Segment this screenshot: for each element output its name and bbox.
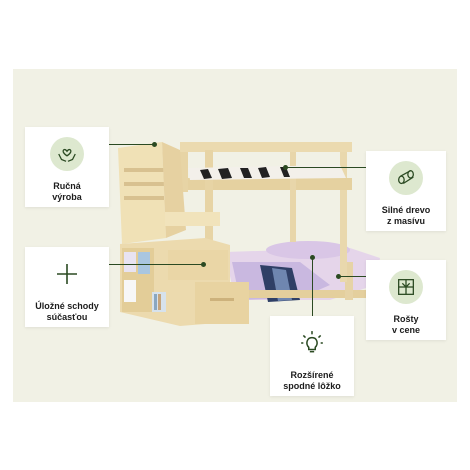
- connector-slats: [340, 276, 368, 277]
- feature-label-slats: Rošty v cene: [391, 314, 421, 335]
- connector-dot-wood: [283, 165, 288, 170]
- connector-lower: [312, 258, 313, 322]
- plus-icon: [50, 257, 84, 291]
- connector-handmade: [91, 144, 155, 145]
- feature-card-handmade: Ručná výroba: [25, 127, 109, 207]
- feature-label-stairs: Úložné schody súčasťou: [35, 301, 99, 322]
- feature-label-lower: Rozšírené spodné lôžko: [283, 370, 341, 391]
- gift-box-icon: [389, 270, 423, 304]
- wood-log-icon: [389, 161, 423, 195]
- feature-card-slats: Rošty v cene: [366, 260, 446, 340]
- background-panel: [13, 69, 457, 402]
- hands-heart-icon: [50, 137, 84, 171]
- lightbulb-icon: [295, 326, 329, 360]
- connector-dot-lower: [310, 255, 315, 260]
- feature-label-wood: Silné drevo z masívu: [381, 205, 431, 226]
- feature-card-wood: Silné drevo z masívu: [366, 151, 446, 231]
- feature-label-handmade: Ručná výroba: [52, 181, 82, 202]
- feature-card-lower: Rozšírené spodné lôžko: [270, 316, 354, 396]
- connector-dot-stairs: [201, 262, 206, 267]
- connector-wood: [286, 167, 368, 168]
- feature-card-stairs: Úložné schody súčasťou: [25, 247, 109, 327]
- connector-stairs: [91, 264, 203, 265]
- connector-dot-slats: [336, 274, 341, 279]
- connector-dot-handmade: [152, 142, 157, 147]
